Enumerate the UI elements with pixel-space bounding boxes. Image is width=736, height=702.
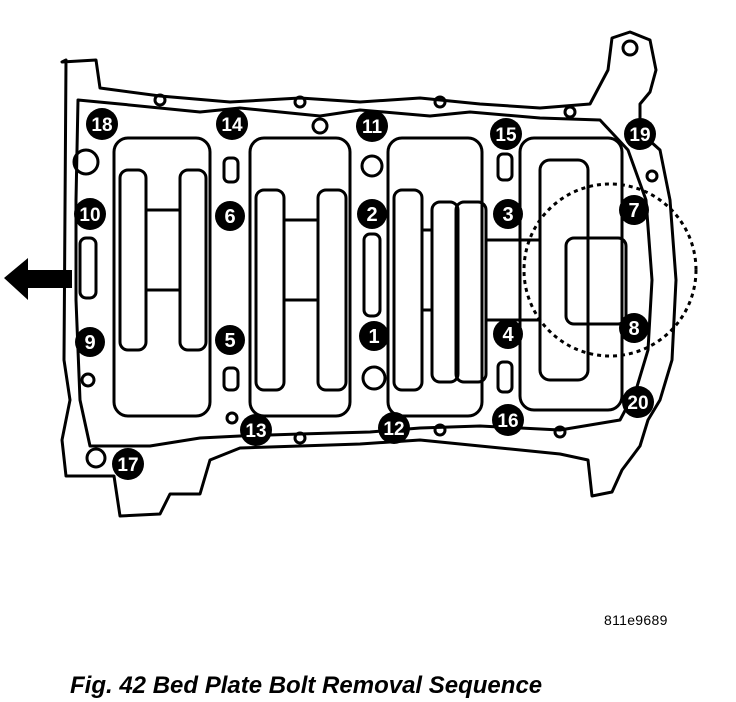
bolt-number: 9 <box>84 332 95 354</box>
bolt-marker: 12 <box>378 412 410 444</box>
bolt-number: 18 <box>91 115 112 136</box>
bolt-number: 8 <box>628 318 639 340</box>
arrow-left-icon <box>4 258 72 300</box>
bay-2 <box>248 136 352 418</box>
bolt-number: 20 <box>627 393 648 414</box>
bolt-number: 7 <box>628 200 639 222</box>
bolt-marker: 13 <box>240 414 272 446</box>
block-outline <box>60 30 678 518</box>
bolt-marker: 3 <box>493 199 523 229</box>
bolt-number: 2 <box>366 204 377 226</box>
bolt-number: 11 <box>362 117 383 138</box>
bolt-marker: 18 <box>86 108 118 140</box>
bolt-marker: 2 <box>357 199 387 229</box>
bay-4 <box>518 136 624 412</box>
bolt-number: 6 <box>224 206 235 228</box>
bolt-number: 3 <box>502 204 513 226</box>
bolt-marker: 10 <box>74 198 106 230</box>
bolt-number: 4 <box>502 324 514 346</box>
bolt-marker: 19 <box>624 118 656 150</box>
bolt-marker: 17 <box>112 448 144 480</box>
bolt-marker: 6 <box>215 201 245 231</box>
figure-caption: Fig. 42 Bed Plate Bolt Removal Sequence <box>70 672 543 699</box>
figure-reference-code: 811e9689 <box>604 612 668 628</box>
bolt-number: 17 <box>117 455 138 476</box>
bolt-marker: 16 <box>492 404 524 436</box>
bolt-marker: 8 <box>619 313 649 343</box>
bolt-number: 10 <box>79 205 100 226</box>
bay-3 <box>386 136 484 418</box>
bolt-marker: 15 <box>490 118 522 150</box>
bolt-number: 13 <box>245 421 266 442</box>
bay-1 <box>112 136 212 418</box>
bolt-marker: 9 <box>75 327 105 357</box>
bolt-number: 14 <box>221 115 243 136</box>
bolt-number: 12 <box>383 419 404 440</box>
bolt-marker: 7 <box>619 195 649 225</box>
bolt-number: 19 <box>629 125 650 146</box>
bolt-marker: 5 <box>215 325 245 355</box>
bolt-marker: 20 <box>622 386 654 418</box>
bolt-marker: 1 <box>359 321 389 351</box>
bolt-marker: 14 <box>216 108 248 140</box>
bolt-number: 5 <box>224 330 235 352</box>
bolt-marker: 4 <box>493 319 523 349</box>
bolt-number: 1 <box>368 326 379 348</box>
bolt-marker: 11 <box>356 110 388 142</box>
bolt-number: 16 <box>497 411 518 432</box>
bolt-number: 15 <box>495 125 517 146</box>
